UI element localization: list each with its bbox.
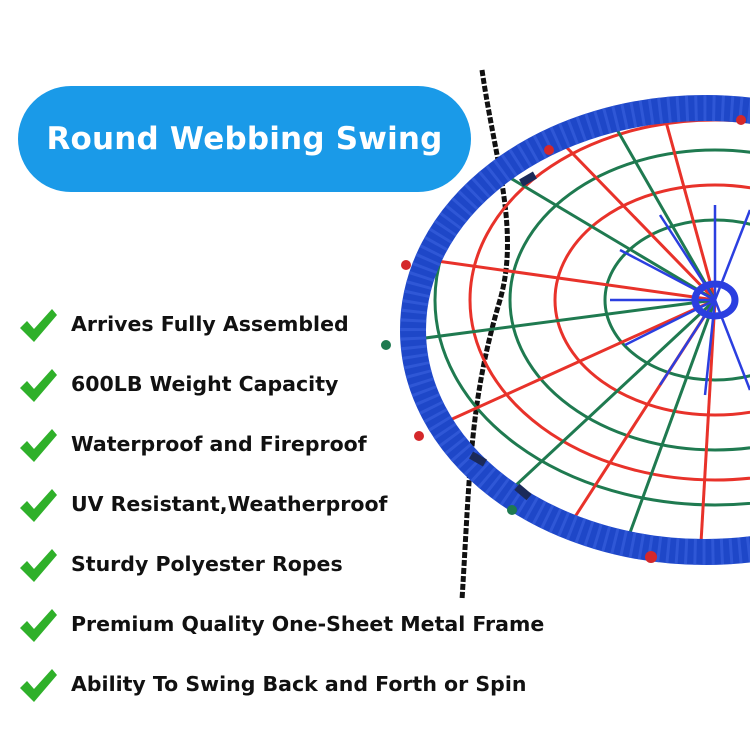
feature-text: Sturdy Polyester Ropes <box>71 552 343 576</box>
title-banner: Round Webbing Swing <box>18 86 471 192</box>
feature-text: UV Resistant,Weatherproof <box>71 492 388 516</box>
feature-item: Sturdy Polyester Ropes <box>18 540 578 600</box>
checkmark-icon <box>20 489 57 522</box>
title-text: Round Webbing Swing <box>46 121 443 157</box>
feature-item: Waterproof and Fireproof <box>18 420 578 480</box>
checkmark-icon <box>20 549 57 582</box>
feature-item: UV Resistant,Weatherproof <box>18 480 578 540</box>
feature-text: Arrives Fully Assembled <box>71 312 349 336</box>
checkmark-icon <box>20 429 57 462</box>
feature-text: Premium Quality One-Sheet Metal Frame <box>71 612 545 636</box>
checkmark-icon <box>20 369 57 402</box>
round-webbing-swing-image <box>381 69 750 601</box>
checkmark-icon <box>20 609 57 642</box>
feature-text: Waterproof and Fireproof <box>71 432 367 456</box>
checkmark-icon <box>20 309 57 342</box>
feature-item: Premium Quality One-Sheet Metal Frame <box>18 600 578 660</box>
feature-item: Arrives Fully Assembled <box>18 300 578 360</box>
feature-item: Ability To Swing Back and Forth or Spin <box>18 660 578 720</box>
feature-text: Ability To Swing Back and Forth or Spin <box>71 672 527 696</box>
feature-item: 600LB Weight Capacity <box>18 360 578 420</box>
checkmark-icon <box>20 669 57 702</box>
feature-text: 600LB Weight Capacity <box>71 372 339 396</box>
